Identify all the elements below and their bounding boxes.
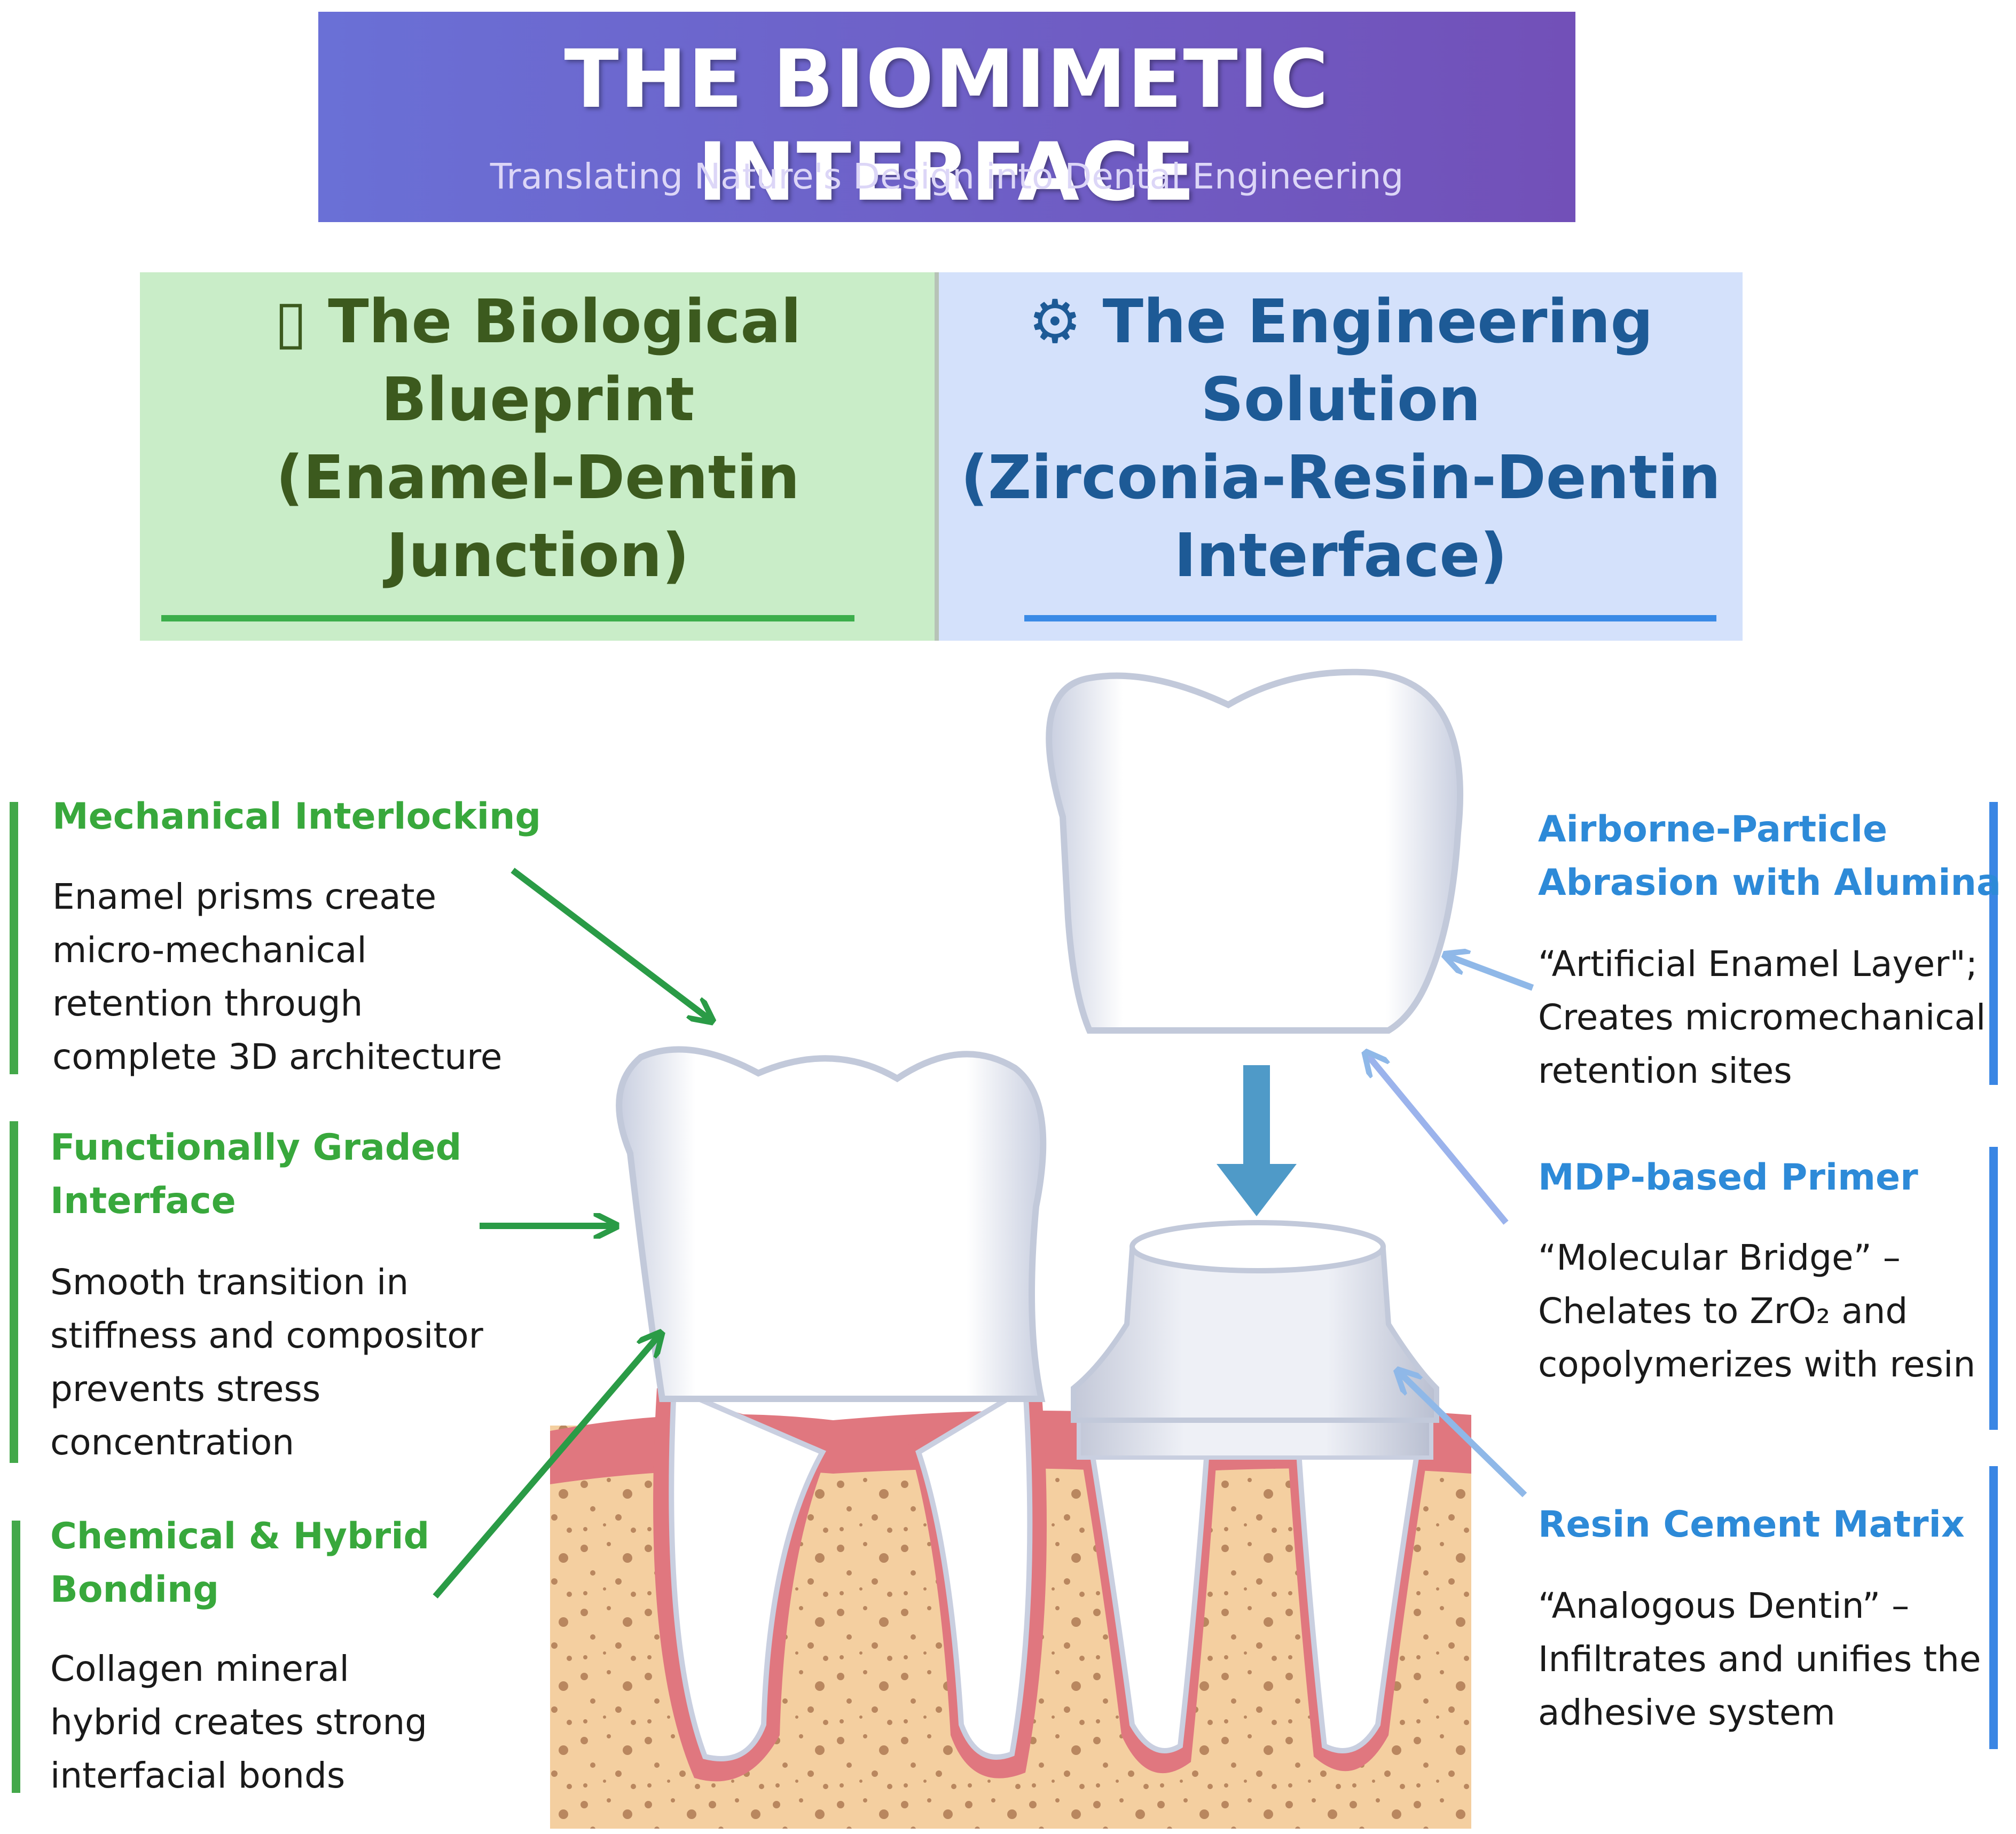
feature-accent-bar xyxy=(1989,1147,1998,1430)
page-title: THE BIOMIMETIC INTERFACE xyxy=(564,33,1330,219)
feature-accent-bar xyxy=(1989,1466,1998,1749)
feature-accent-bar xyxy=(1989,802,1998,1085)
feature-title-line: Functionally Graded xyxy=(50,1127,462,1169)
feature-description-line: stiffness and compositor xyxy=(50,1315,483,1356)
feature-description-line: retention sites xyxy=(1538,1050,1792,1091)
engineering-solution-header: ⚙ The Engineering Solution (Zirconia-Res… xyxy=(939,272,1743,641)
feature-description-line: Infiltrates and unifies the xyxy=(1538,1639,1981,1680)
natural-tooth-crown xyxy=(616,1046,1047,1402)
feature-description-line: Collagen mineral xyxy=(50,1648,349,1689)
bio-header-underline xyxy=(161,615,854,621)
feature-title-line: Interface xyxy=(50,1180,236,1222)
feature-description-line: “Artificial Enamel Layer"; xyxy=(1538,943,1978,985)
feature-title: Chemical & Hybrid Bonding xyxy=(50,1510,429,1617)
bio-header-line: ▯ The Biological xyxy=(274,287,802,357)
feature-title-line: Airborne-Particle xyxy=(1538,808,1888,851)
feature-description-line: “Analogous Dentin” – xyxy=(1538,1585,1910,1626)
feature-title: Functionally Graded Interface xyxy=(50,1121,461,1228)
feature-description-line: micro-mechanical xyxy=(52,930,367,971)
arrow-mechanical-interlocking xyxy=(511,868,710,1020)
arrow-hybrid-bonding xyxy=(433,1335,660,1599)
insertion-arrow-shaft xyxy=(1243,1065,1270,1169)
feature-description-line: retention through xyxy=(52,983,363,1024)
feature-description-line: Enamel prisms create xyxy=(52,876,437,917)
feature-title: Resin Cement Matrix xyxy=(1538,1498,1965,1552)
feature-title-line: MDP-based Primer xyxy=(1538,1156,1918,1199)
feature-description: Smooth transition in stiffness and compo… xyxy=(50,1256,483,1469)
feature-description: Enamel prisms create micro-mechanical re… xyxy=(52,870,502,1084)
feature-description: “Artificial Enamel Layer"; Creates micro… xyxy=(1538,938,1986,1098)
eng-header-line: ⚙ The Engineering xyxy=(1028,287,1653,357)
eng-header-line: Solution xyxy=(1201,365,1481,435)
bio-header-line: Blueprint xyxy=(381,365,695,435)
feature-description-line: Creates micromechanical xyxy=(1538,997,1986,1038)
insertion-arrow-head xyxy=(1217,1164,1297,1216)
arrow-resin-cement xyxy=(1399,1372,1527,1498)
feature-title-line: Mechanical Interlocking xyxy=(52,796,542,838)
zirconia-crown xyxy=(1046,668,1464,1034)
biological-blueprint-header: ▯ The Biological Blueprint (Enamel-Denti… xyxy=(140,272,936,641)
bio-header-line: (Enamel-Dentin xyxy=(276,443,800,513)
eng-header-underline xyxy=(1024,615,1716,621)
feature-accent-bar xyxy=(12,1521,20,1793)
feature-description-line: Smooth transition in xyxy=(50,1262,409,1303)
feature-title-line: Chemical & Hybrid xyxy=(50,1515,430,1557)
feature-description-line: copolymerizes with resin xyxy=(1538,1344,1976,1385)
prepared-abutment xyxy=(1071,1247,1439,1423)
eng-header-line: (Zirconia-Resin-Dentin xyxy=(960,443,1721,513)
feature-title-line: Abrasion with Alumina xyxy=(1538,862,2001,904)
feature-description-line: “Molecular Bridge” – xyxy=(1538,1237,1901,1278)
feature-description-line: concentration xyxy=(50,1422,295,1463)
feature-accent-bar xyxy=(10,802,18,1074)
feature-description-line: interfacial bonds xyxy=(50,1755,346,1796)
arrow-mdp-primer xyxy=(1367,1054,1509,1225)
feature-title: Airborne-Particle Abrasion with Alumina xyxy=(1538,803,2001,910)
feature-accent-bar xyxy=(10,1121,18,1463)
feature-description-line: Chelates to ZrO₂ and xyxy=(1538,1290,1908,1332)
feature-description-line: adhesive system xyxy=(1538,1692,1835,1733)
feature-description: “Analogous Dentin” – Infiltrates and uni… xyxy=(1538,1579,1981,1739)
feature-description-line: prevents stress xyxy=(50,1368,321,1410)
page-subtitle: Translating Nature's Design into Dental … xyxy=(490,156,1404,197)
feature-description: “Molecular Bridge” – Chelates to ZrO₂ an… xyxy=(1538,1231,1975,1391)
column-divider xyxy=(935,272,940,641)
feature-description-line: hybrid creates strong xyxy=(50,1702,428,1743)
feature-title-line: Bonding xyxy=(50,1569,219,1611)
feature-title: Mechanical Interlocking xyxy=(52,790,541,844)
eng-header-line: Interface) xyxy=(1174,521,1508,591)
feature-description: Collagen mineral hybrid creates strong i… xyxy=(50,1642,427,1802)
feature-title: MDP-based Primer xyxy=(1538,1151,1918,1205)
arrow-air-abrasion xyxy=(1447,956,1534,991)
bio-header-line: Junction) xyxy=(386,521,689,591)
feature-description-line: complete 3D architecture xyxy=(52,1036,503,1077)
feature-title-line: Resin Cement Matrix xyxy=(1538,1504,1965,1546)
title-banner: THE BIOMIMETIC INTERFACE Translating Nat… xyxy=(318,12,1575,222)
